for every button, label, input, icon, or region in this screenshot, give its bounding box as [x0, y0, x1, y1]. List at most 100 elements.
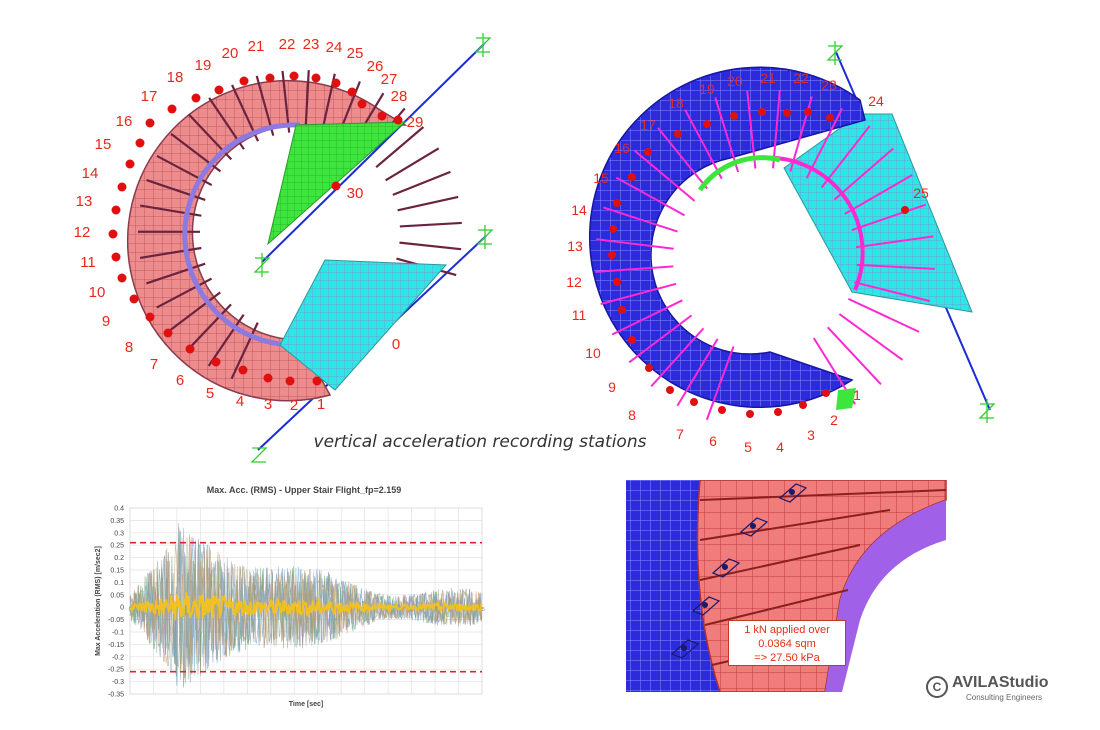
tread-edge	[820, 125, 871, 189]
detail-outer-blue	[626, 480, 720, 692]
tread-edge	[676, 338, 719, 407]
station-label: 0	[392, 336, 400, 353]
tread-edge	[827, 326, 882, 386]
station-marker	[613, 199, 621, 207]
station-marker	[393, 115, 403, 125]
station-marker	[608, 251, 616, 259]
station-marker	[674, 130, 682, 138]
tread-edge	[854, 281, 931, 303]
station-label: 29	[407, 114, 424, 131]
station-marker	[214, 85, 224, 95]
station-marker	[108, 229, 118, 239]
station-label: 25	[347, 45, 364, 62]
station-marker	[191, 93, 201, 103]
tread-edge	[139, 246, 202, 259]
station-label: 13	[76, 193, 93, 210]
station-marker	[703, 120, 711, 128]
signal-series	[129, 526, 483, 677]
station-label: 24	[868, 93, 884, 109]
right-upper-landing	[783, 113, 973, 313]
station-marker	[331, 78, 341, 88]
support-axis-upper	[261, 43, 485, 263]
station-marker	[312, 376, 322, 386]
station-label: 28	[391, 88, 408, 105]
signal-series	[129, 591, 483, 621]
tread-edge	[230, 322, 259, 380]
station-label: 15	[593, 170, 609, 186]
station-marker	[774, 408, 782, 416]
tread-edge	[844, 174, 913, 215]
station-marker	[135, 138, 145, 148]
station-marker	[347, 87, 357, 97]
station-marker	[289, 71, 299, 81]
y-tick-label: 0.25	[110, 543, 124, 550]
load-patch	[739, 517, 769, 537]
station-marker	[746, 410, 754, 418]
detail-inner-purple	[825, 500, 946, 692]
station-marker	[618, 306, 626, 314]
y-tick-labels: 0.40.350.30.250.20.150.10.050-0.05-0.1-0…	[108, 506, 124, 699]
station-label: 13	[567, 238, 583, 254]
station-label: 18	[668, 95, 684, 111]
y-tick-label: 0	[120, 605, 124, 612]
station-marker	[613, 278, 621, 286]
station-marker	[125, 159, 135, 169]
tread-edge	[805, 108, 844, 179]
load-point	[750, 523, 756, 529]
tread-edge	[596, 238, 674, 250]
station-marker	[265, 73, 275, 83]
y-tick-label: -0.2	[112, 654, 124, 661]
station-label: 9	[102, 313, 110, 330]
station-label: 23	[821, 77, 837, 93]
station-label: 26	[367, 58, 384, 75]
chart-title: Max. Acc. (RMS) - Upper Stair Flight_fp=…	[207, 485, 401, 495]
station-marker	[628, 336, 636, 344]
station-label: 12	[566, 274, 582, 290]
signal-traces	[129, 523, 483, 688]
station-label: 24	[326, 39, 343, 56]
left-inner-edge	[182, 122, 301, 348]
station-label: 17	[141, 88, 158, 105]
station-marker	[690, 398, 698, 406]
threshold-lines	[130, 541, 482, 673]
tread-edge	[705, 346, 735, 421]
tread-edge	[856, 263, 935, 270]
tread-edge	[772, 90, 781, 169]
station-label: 2	[830, 412, 838, 428]
logo-name: AVILAStudio	[952, 674, 1049, 691]
station-label: 22	[793, 70, 809, 86]
station-marker	[185, 344, 195, 354]
tread-edge	[385, 147, 440, 182]
tread-edge	[611, 299, 683, 336]
station-marker	[111, 252, 121, 262]
figure-caption: vertical acceleration recording stations	[313, 432, 647, 452]
station-marker	[239, 76, 249, 86]
station-label: 18	[167, 69, 184, 86]
station-label: 17	[640, 117, 656, 133]
station-label: 7	[150, 356, 158, 373]
load-note-line: 0.0364 sqm	[758, 638, 816, 650]
station-label: 27	[381, 71, 398, 88]
station-marker	[145, 118, 155, 128]
load-point	[789, 489, 795, 495]
station-marker	[163, 328, 173, 338]
station-label: 23	[303, 36, 320, 53]
load-patch	[711, 558, 741, 578]
tread-edge	[392, 170, 451, 196]
station-label: 19	[195, 57, 212, 74]
tread-edge	[600, 282, 677, 305]
station-label: 10	[89, 284, 106, 301]
tread-edge	[714, 97, 740, 173]
station-marker	[901, 206, 909, 214]
load-note-line: => 27.50 kPa	[754, 652, 820, 664]
tread-edge	[156, 277, 213, 309]
load-point	[681, 645, 687, 651]
tread-edge	[375, 126, 425, 169]
y-tick-label: 0.15	[110, 568, 124, 575]
station-label: 25	[913, 185, 929, 201]
station-label: 2	[290, 397, 298, 414]
y-tick-label: -0.1	[112, 630, 124, 637]
